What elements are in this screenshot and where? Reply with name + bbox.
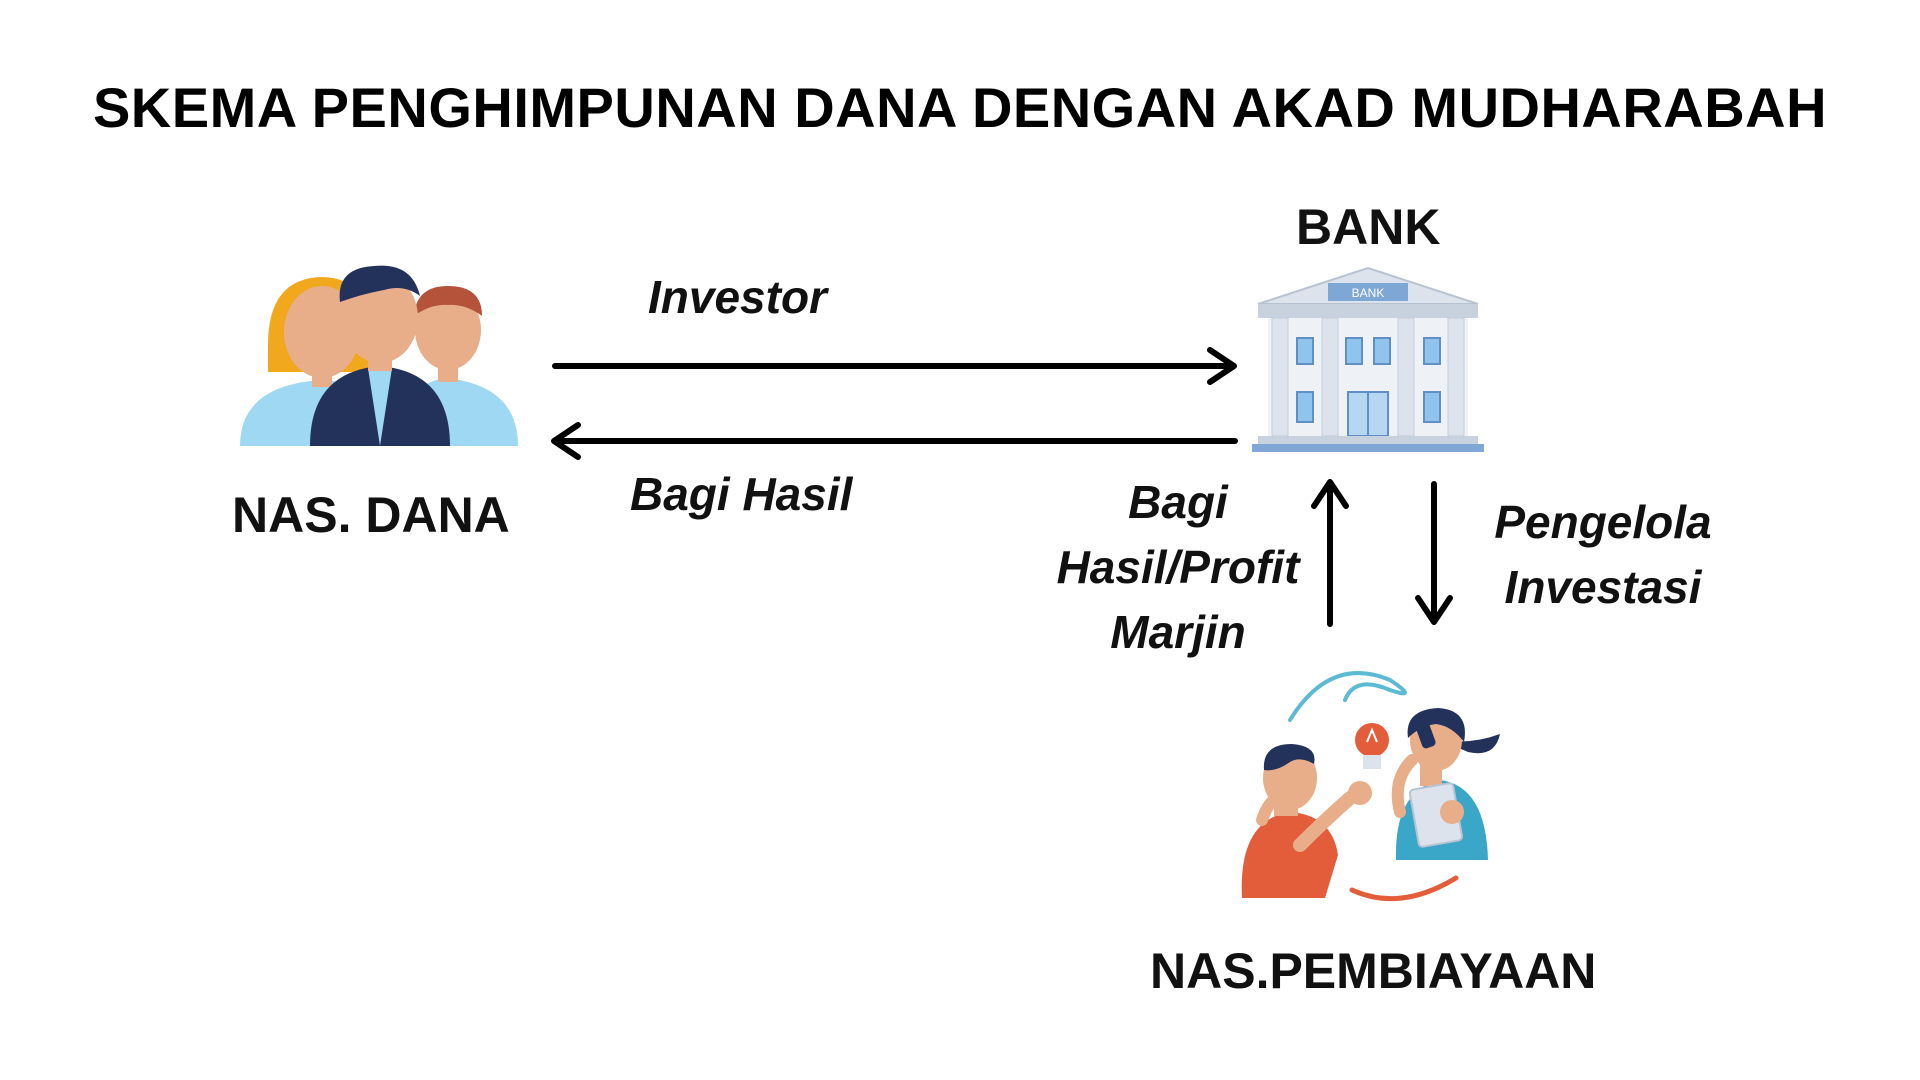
arrow-profit-up xyxy=(1311,479,1349,627)
bank-label: BANK xyxy=(1296,199,1441,255)
arrow-bagi-hasil xyxy=(551,422,1238,460)
flow-label-pengelola-line2: Investasi xyxy=(1504,561,1702,613)
lightbulb-icon xyxy=(1355,723,1389,769)
flow-label-bagi-hasil: Bagi Hasil xyxy=(630,468,853,520)
flow-label-pengelola-line1: Pengelola xyxy=(1494,496,1712,548)
flow-label-investor: Investor xyxy=(648,271,827,323)
flow-label-profit-line2: Hasil/Profit xyxy=(1056,541,1300,593)
decor-swirl xyxy=(1288,671,1407,722)
woman-teal-figure xyxy=(1391,708,1500,860)
decor-arc xyxy=(1349,875,1459,902)
depositors-label: NAS. DANA xyxy=(232,487,510,543)
flow-label-profit-line3: Marjin xyxy=(1110,606,1246,658)
man-orange-figure xyxy=(1241,744,1372,898)
diagram-title: SKEMA PENGHIMPUNAN DANA DENGAN AKAD MUDH… xyxy=(92,76,1828,139)
flow-label-profit: Bagi Hasil/Profit Marjin xyxy=(1028,470,1328,665)
man-center-figure xyxy=(310,265,450,446)
flow-label-profit-line1: Bagi xyxy=(1128,476,1228,528)
arrow-investor xyxy=(552,347,1237,385)
flow-label-pengelola: Pengelola Investasi xyxy=(1478,490,1728,620)
arrow-pengelola-down xyxy=(1415,481,1453,625)
bank-sign-text: BANK xyxy=(1352,286,1385,300)
borrowers-label: NAS.PEMBIAYAAN xyxy=(1150,943,1597,999)
